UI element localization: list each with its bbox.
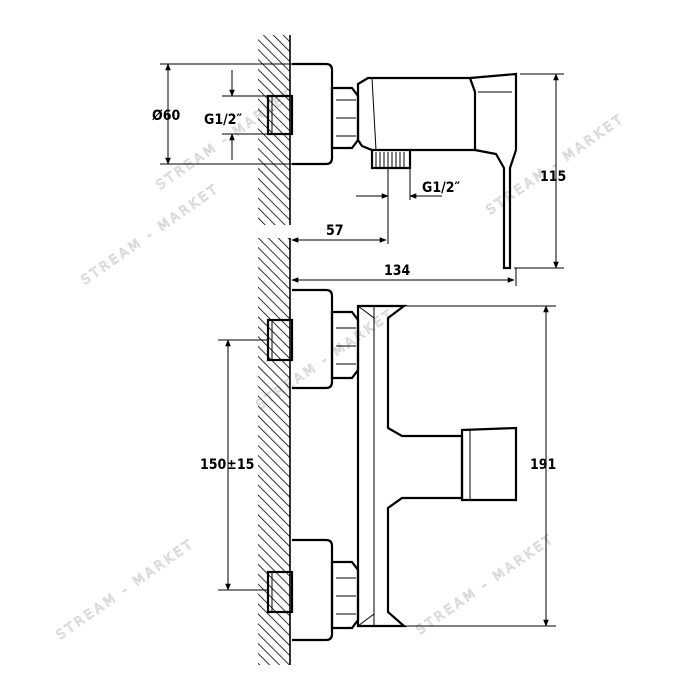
- depth-outlet-label: 57: [326, 223, 344, 239]
- height-top-label: 115: [540, 169, 566, 185]
- wall-top: [258, 35, 291, 225]
- bottom-fixture: [266, 288, 518, 642]
- watermark-text: STREAM - MARKET: [54, 536, 198, 643]
- dimension-thread-outlet: G1/2″: [356, 168, 460, 210]
- dimension-diameter: Ø60: [152, 63, 300, 165]
- watermark-text: STREAM - MARKET: [79, 181, 223, 288]
- dimension-height-top: 115: [514, 73, 566, 269]
- dimension-thread-inlet: G1/2″: [204, 70, 268, 160]
- dimension-depth-outlet: 57: [291, 210, 389, 244]
- inlet-spacing-label: 150±15: [200, 457, 254, 473]
- dimension-depth-total: 134: [291, 263, 517, 286]
- dimension-inlet-spacing: 150±15: [200, 339, 268, 591]
- thread-outlet-label: G1/2″: [422, 180, 460, 196]
- wall-bottom: [258, 238, 291, 665]
- height-total-label: 191: [530, 457, 556, 473]
- dimension-height-total: 191: [404, 305, 556, 627]
- diameter-label: Ø60: [152, 108, 180, 124]
- watermark-text: STREAM - MARKET: [414, 531, 558, 638]
- depth-total-label: 134: [384, 263, 411, 279]
- thread-inlet-label: G1/2″: [204, 112, 242, 128]
- top-fixture: [266, 62, 518, 270]
